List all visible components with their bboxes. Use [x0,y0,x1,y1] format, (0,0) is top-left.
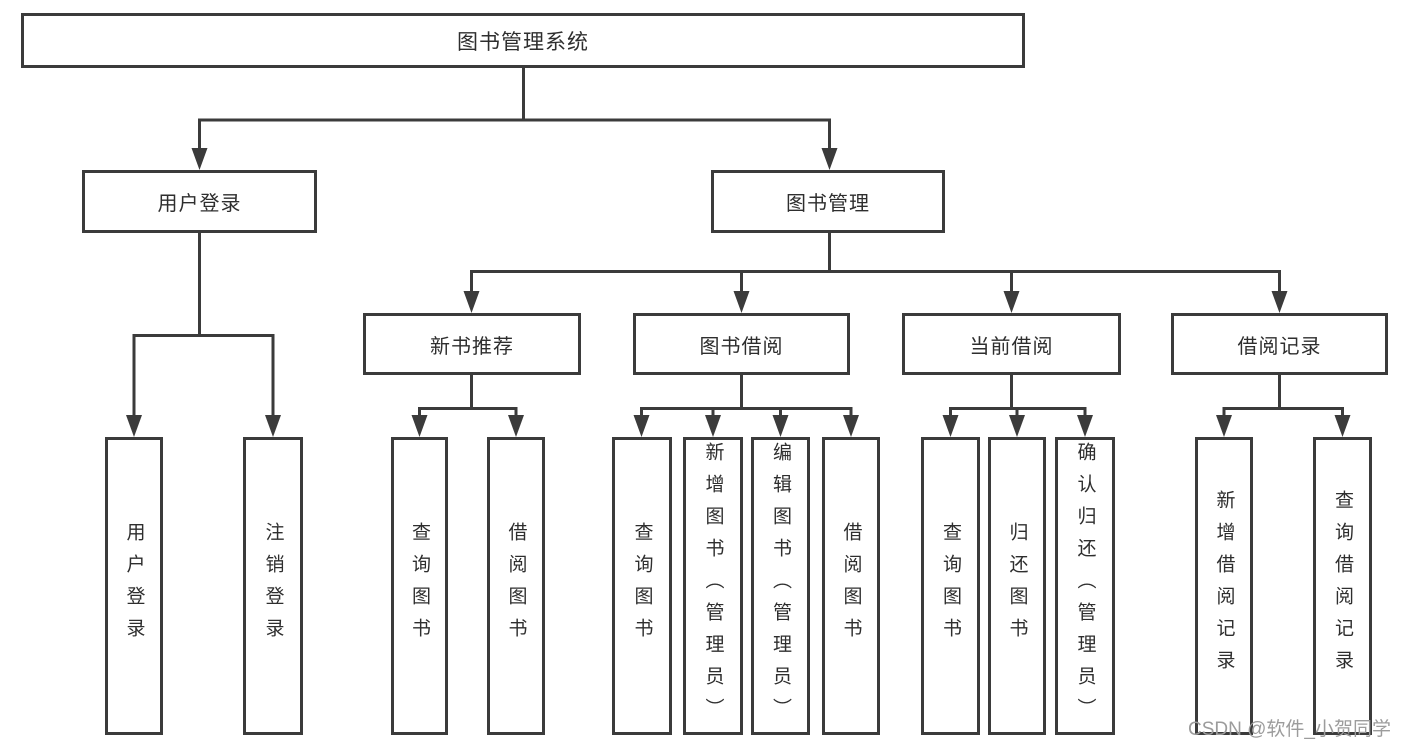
node-book-management: 图书管理 [711,170,945,233]
leaf-label: 查询图书 [631,522,653,650]
leaf-label: 查询图书 [940,522,961,650]
leaf-label: 查询借阅记录 [1332,490,1353,682]
node-label: 图书借阅 [699,335,784,358]
node-user-login: 用户登录 [82,170,317,233]
csdn-watermark: CSDN @软件_小贺同学 [1188,719,1391,740]
leaf-edit-books-admin: 编辑图书（管理员） [751,437,810,735]
node-label: 新书推荐 [430,335,514,358]
leaf-add-borrow-record: 新增借阅记录 [1195,437,1253,735]
leaf-label: 查询图书 [409,522,430,650]
node-label: 图书管理系统 [457,30,589,54]
node-library-management-system: 图书管理系统 [21,13,1025,68]
leaf-label: 编辑图书（管理员） [770,442,791,730]
arrowheads [126,148,1351,437]
node-current-borrowing: 当前借阅 [902,313,1121,375]
node-book-borrowing: 图书借阅 [633,313,850,375]
leaf-query-books-borrow: 查询图书 [612,437,672,735]
leaf-confirm-return-admin: 确认归还（管理员） [1055,437,1115,735]
node-label: 当前借阅 [969,335,1054,358]
node-borrowing-records: 借阅记录 [1171,313,1388,375]
leaf-label: 确认归还（管理员） [1074,442,1096,730]
leaf-return-books: 归还图书 [988,437,1046,735]
leaf-user-login: 用户登录 [105,437,163,735]
leaf-label: 借阅图书 [840,522,862,650]
leaf-query-books-current: 查询图书 [921,437,980,735]
leaf-add-books-admin: 新增图书（管理员） [683,437,743,735]
leaf-label: 注销登录 [262,522,284,650]
leaf-query-books-newbook: 查询图书 [391,437,448,735]
node-label: 用户登录 [157,193,242,215]
leaf-label: 用户登录 [123,522,145,650]
leaf-query-borrow-record: 查询借阅记录 [1313,437,1372,735]
leaf-borrow-books-newbook: 借阅图书 [487,437,545,735]
leaf-label: 归还图书 [1006,522,1028,650]
node-label: 图书管理 [786,193,870,215]
leaf-label: 借阅图书 [505,522,527,650]
leaf-logout: 注销登录 [243,437,303,735]
leaf-label: 新增借阅记录 [1213,490,1235,682]
node-new-book-recommendation: 新书推荐 [363,313,581,375]
node-label: 借阅记录 [1237,335,1322,358]
leaf-label: 新增图书（管理员） [702,442,724,730]
leaf-borrow-books: 借阅图书 [822,437,880,735]
